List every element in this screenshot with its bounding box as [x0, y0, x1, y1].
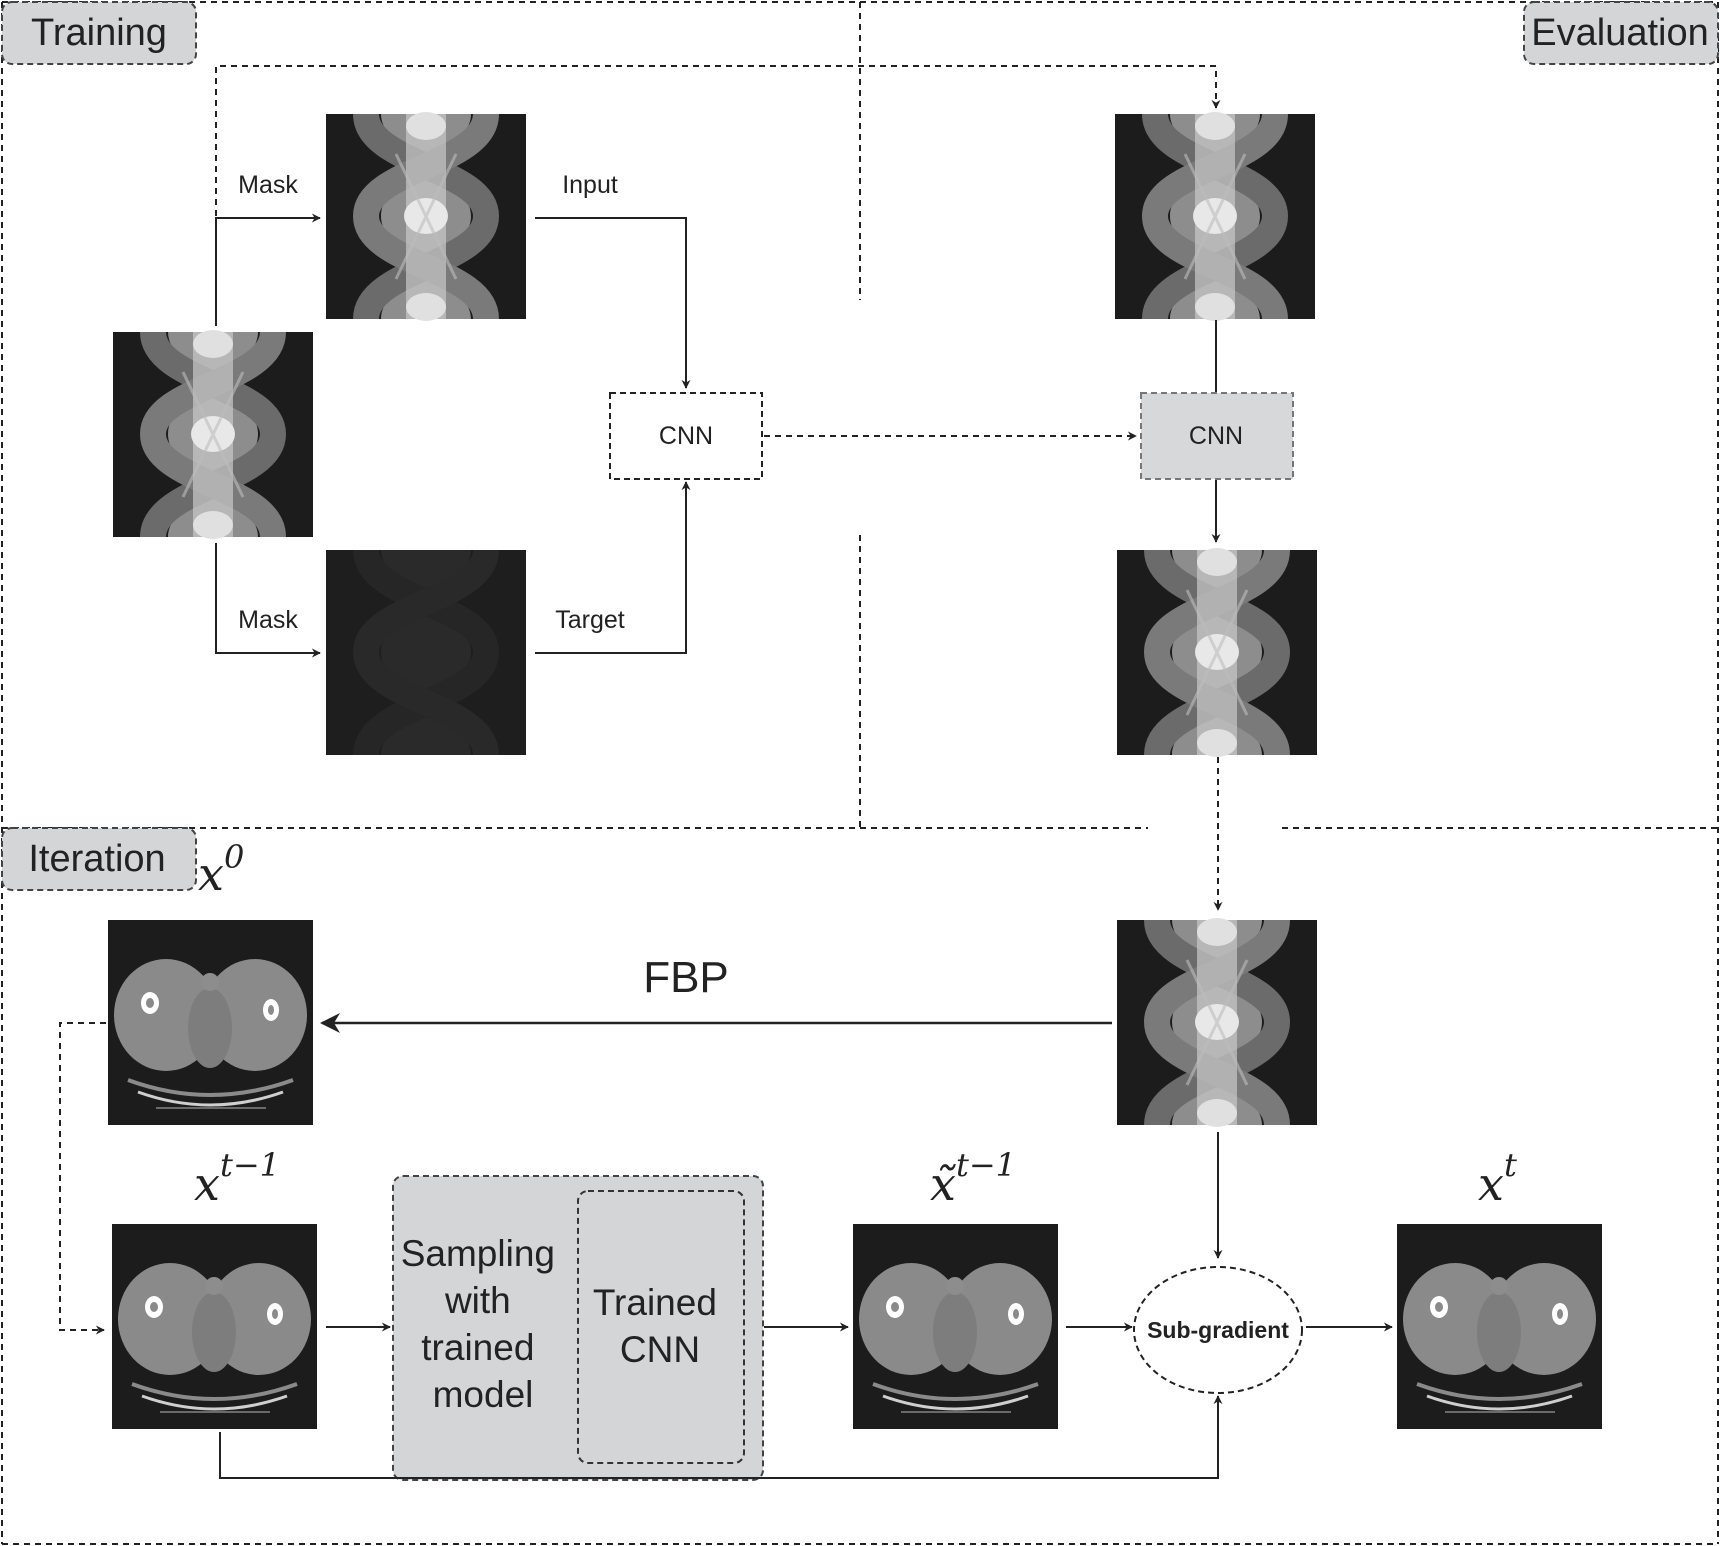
ct-xt-image — [1395, 1222, 1604, 1431]
trained-cnn-text: Trained CNN — [593, 1282, 727, 1370]
sampling-text: Sampling with trained model — [401, 1233, 566, 1415]
eval-sinogram-output — [1117, 548, 1317, 757]
training-sinogram-full — [113, 330, 313, 539]
target-label: Target — [555, 606, 625, 634]
evaluation-tab: Evaluation — [1523, 1, 1719, 65]
training-cnn-label: CNN — [659, 422, 713, 450]
iteration-tab: Iteration — [1, 827, 197, 891]
training-cnn-box: CNN — [609, 392, 763, 480]
ct-xtilde-image — [851, 1222, 1060, 1431]
eval-input-dashed-arrow — [215, 65, 1221, 326]
iteration-connectors — [219, 1132, 1393, 1479]
eval-cnn-label: CNN — [1189, 422, 1243, 450]
training-tab: Training — [1, 1, 197, 65]
mask-bottom-label: Mask — [238, 606, 298, 634]
subgradient-node: Sub-gradient — [1133, 1266, 1303, 1394]
iteration-tab-label: Iteration — [28, 838, 165, 880]
input-label: Input — [562, 171, 618, 199]
mask-top-label: Mask — [238, 171, 298, 199]
x0-to-xtm1-dashed-arrow — [59, 1022, 106, 1335]
iteration-sinogram — [1117, 918, 1317, 1127]
xtilde-label: x̃t−1 — [930, 1146, 1016, 1211]
trained-cnn-box: Trained CNN — [577, 1190, 745, 1464]
training-sinogram-input — [326, 112, 526, 321]
eval-cnn-box: CNN — [1140, 392, 1294, 480]
fbp-label: FBP — [643, 953, 729, 1002]
ct-fbp-image — [106, 918, 315, 1127]
xtm1-label: xt−1 — [194, 1146, 280, 1211]
xt-label: xt — [1478, 1146, 1517, 1211]
training-tab-label: Training — [31, 12, 167, 54]
eval-sinogram-input — [1115, 112, 1315, 321]
x0-label: x0 — [198, 838, 244, 901]
evaluation-tab-label: Evaluation — [1531, 12, 1708, 54]
sampling-block: Sampling with trained model Trained CNN — [392, 1175, 764, 1481]
training-sinogram-target — [326, 550, 526, 755]
ct-xtm1-image — [110, 1222, 319, 1431]
subgradient-label: Sub-gradient — [1147, 1317, 1289, 1343]
